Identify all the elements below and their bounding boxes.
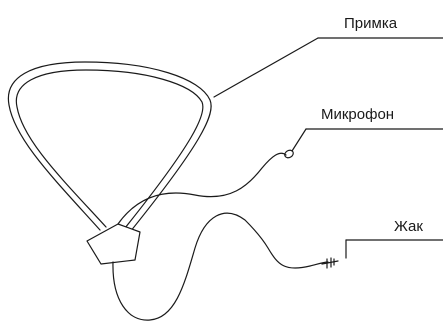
microphone-leader (291, 128, 443, 152)
microphone-capsule (284, 149, 294, 159)
junction-box (86, 223, 141, 265)
microphone-label: Микрофон (321, 106, 394, 123)
loop-leader (213, 37, 443, 98)
jack-label: Жак (394, 218, 423, 235)
neck-loop-inner (15, 69, 204, 229)
jack-cable (112, 212, 329, 321)
microphone-cable (117, 152, 287, 225)
neck-loop (7, 61, 212, 233)
neck-loop-outer (7, 61, 212, 233)
loop-label: Примка (344, 15, 398, 32)
jack-leader (345, 239, 443, 259)
jack-plug (321, 257, 339, 269)
